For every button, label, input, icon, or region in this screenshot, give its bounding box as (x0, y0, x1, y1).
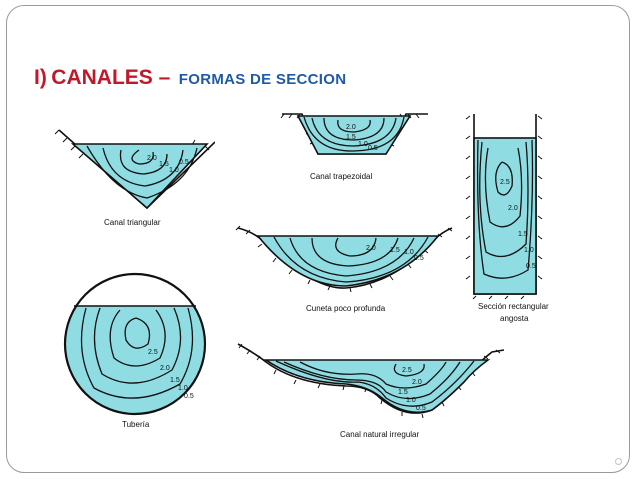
isovel-line (484, 147, 523, 228)
slide-frame (6, 5, 630, 473)
isovel-line (337, 119, 371, 133)
label-rectangular: Sección rectangular (478, 302, 549, 311)
isovel-line (311, 237, 399, 267)
title-main: CANALES – (51, 66, 171, 89)
water-area (70, 143, 209, 210)
isovel-label: 2.0 (366, 245, 376, 252)
title-sub: FORMAS DE SECCION (178, 71, 347, 88)
pipe-diagram: 2.5 2.0 1.5 1.0 0.5 (63, 272, 207, 416)
isovel-label: 2.0 (508, 205, 518, 212)
isovel-label: 2.0 (160, 365, 170, 372)
isovel-label: 2.5 (500, 179, 510, 186)
shallow-gutter-diagram: 2.0 1.5 1.0 0.5 (235, 225, 453, 293)
label-irregular-channel: Canal natural irregular (340, 430, 420, 439)
isovel-line (283, 361, 461, 400)
isovel-line (476, 139, 534, 279)
isovel-label: 1.0 (406, 397, 416, 404)
isovel-label: 0.5 (179, 159, 189, 166)
isovel-line (335, 237, 377, 257)
bank-hatch (465, 115, 543, 300)
isovel-line (299, 361, 447, 389)
isovel-line (479, 141, 529, 258)
isovel-line (303, 116, 405, 152)
isovel-label: 2.5 (402, 367, 412, 374)
trapezoidal-channel-diagram: 2.0 1.5 1.0 0.5 (280, 113, 428, 155)
isovel-line (289, 237, 415, 277)
isovel-label: 1.0 (524, 247, 534, 254)
isovel-line (131, 149, 154, 165)
isovel-line (124, 317, 151, 349)
isovel-line (93, 307, 182, 384)
pipe-wall (63, 272, 207, 416)
isovel-label: 1.5 (170, 377, 180, 384)
isovel-line (323, 117, 385, 141)
isovel-label: 0.5 (368, 145, 378, 152)
isovel-label: 0.5 (414, 255, 424, 262)
isovel-label: 1.5 (398, 389, 408, 396)
label-rectangular-2: angosta (500, 314, 529, 323)
isovel-label: 1.0 (178, 385, 188, 392)
isovel-label: 0.5 (184, 393, 194, 400)
isovel-line (80, 307, 194, 399)
isovel-label: 0.5 (416, 405, 426, 412)
isovel-line (393, 363, 425, 377)
isovel-line (495, 161, 513, 196)
isovel-line (311, 117, 397, 147)
isovel-line (273, 236, 429, 283)
isovel-line (119, 149, 168, 175)
isovel-label: 1.5 (518, 231, 528, 238)
water-area (263, 359, 491, 414)
isovel-label: 1.0 (358, 141, 368, 148)
irregular-channel-diagram: 2.5 2.0 1.5 1.0 0.5 (237, 343, 505, 419)
isovel-label: 2.0 (147, 155, 157, 162)
label-trapezoidal: Canal trapezoidal (310, 172, 373, 181)
slide-indicator-dot (615, 458, 622, 465)
isovel-label: 1.0 (169, 167, 179, 174)
isovel-label: 1.0 (404, 249, 414, 256)
triangular-channel-diagram: 2.0 1.5 1.0 0.5 (55, 129, 215, 210)
slide-title: I) CANALES – FORMAS DE SECCION (34, 66, 346, 90)
isovel-line (109, 309, 166, 367)
title-number: I) (34, 66, 47, 89)
isovel-label: 1.5 (390, 247, 400, 254)
isovel-label: 1.5 (346, 134, 356, 141)
isovel-line (102, 147, 184, 187)
isovel-line (86, 145, 198, 199)
isovel-label: 2.5 (148, 349, 158, 356)
water-area (296, 115, 412, 155)
rectangular-section-diagram: 2.5 2.0 1.5 1.0 0.5 (465, 114, 543, 300)
isovel-label: 1.5 (159, 161, 169, 168)
isovel-line (275, 360, 475, 407)
isovel-label: 2.0 (412, 379, 422, 386)
isovel-label: 0.5 (526, 263, 536, 270)
label-shallow-gutter: Cuneta poco profunda (306, 304, 386, 313)
label-pipe: Tubería (122, 420, 150, 429)
label-triangular: Canal triangular (104, 218, 161, 227)
isovel-label: 2.0 (346, 124, 356, 131)
